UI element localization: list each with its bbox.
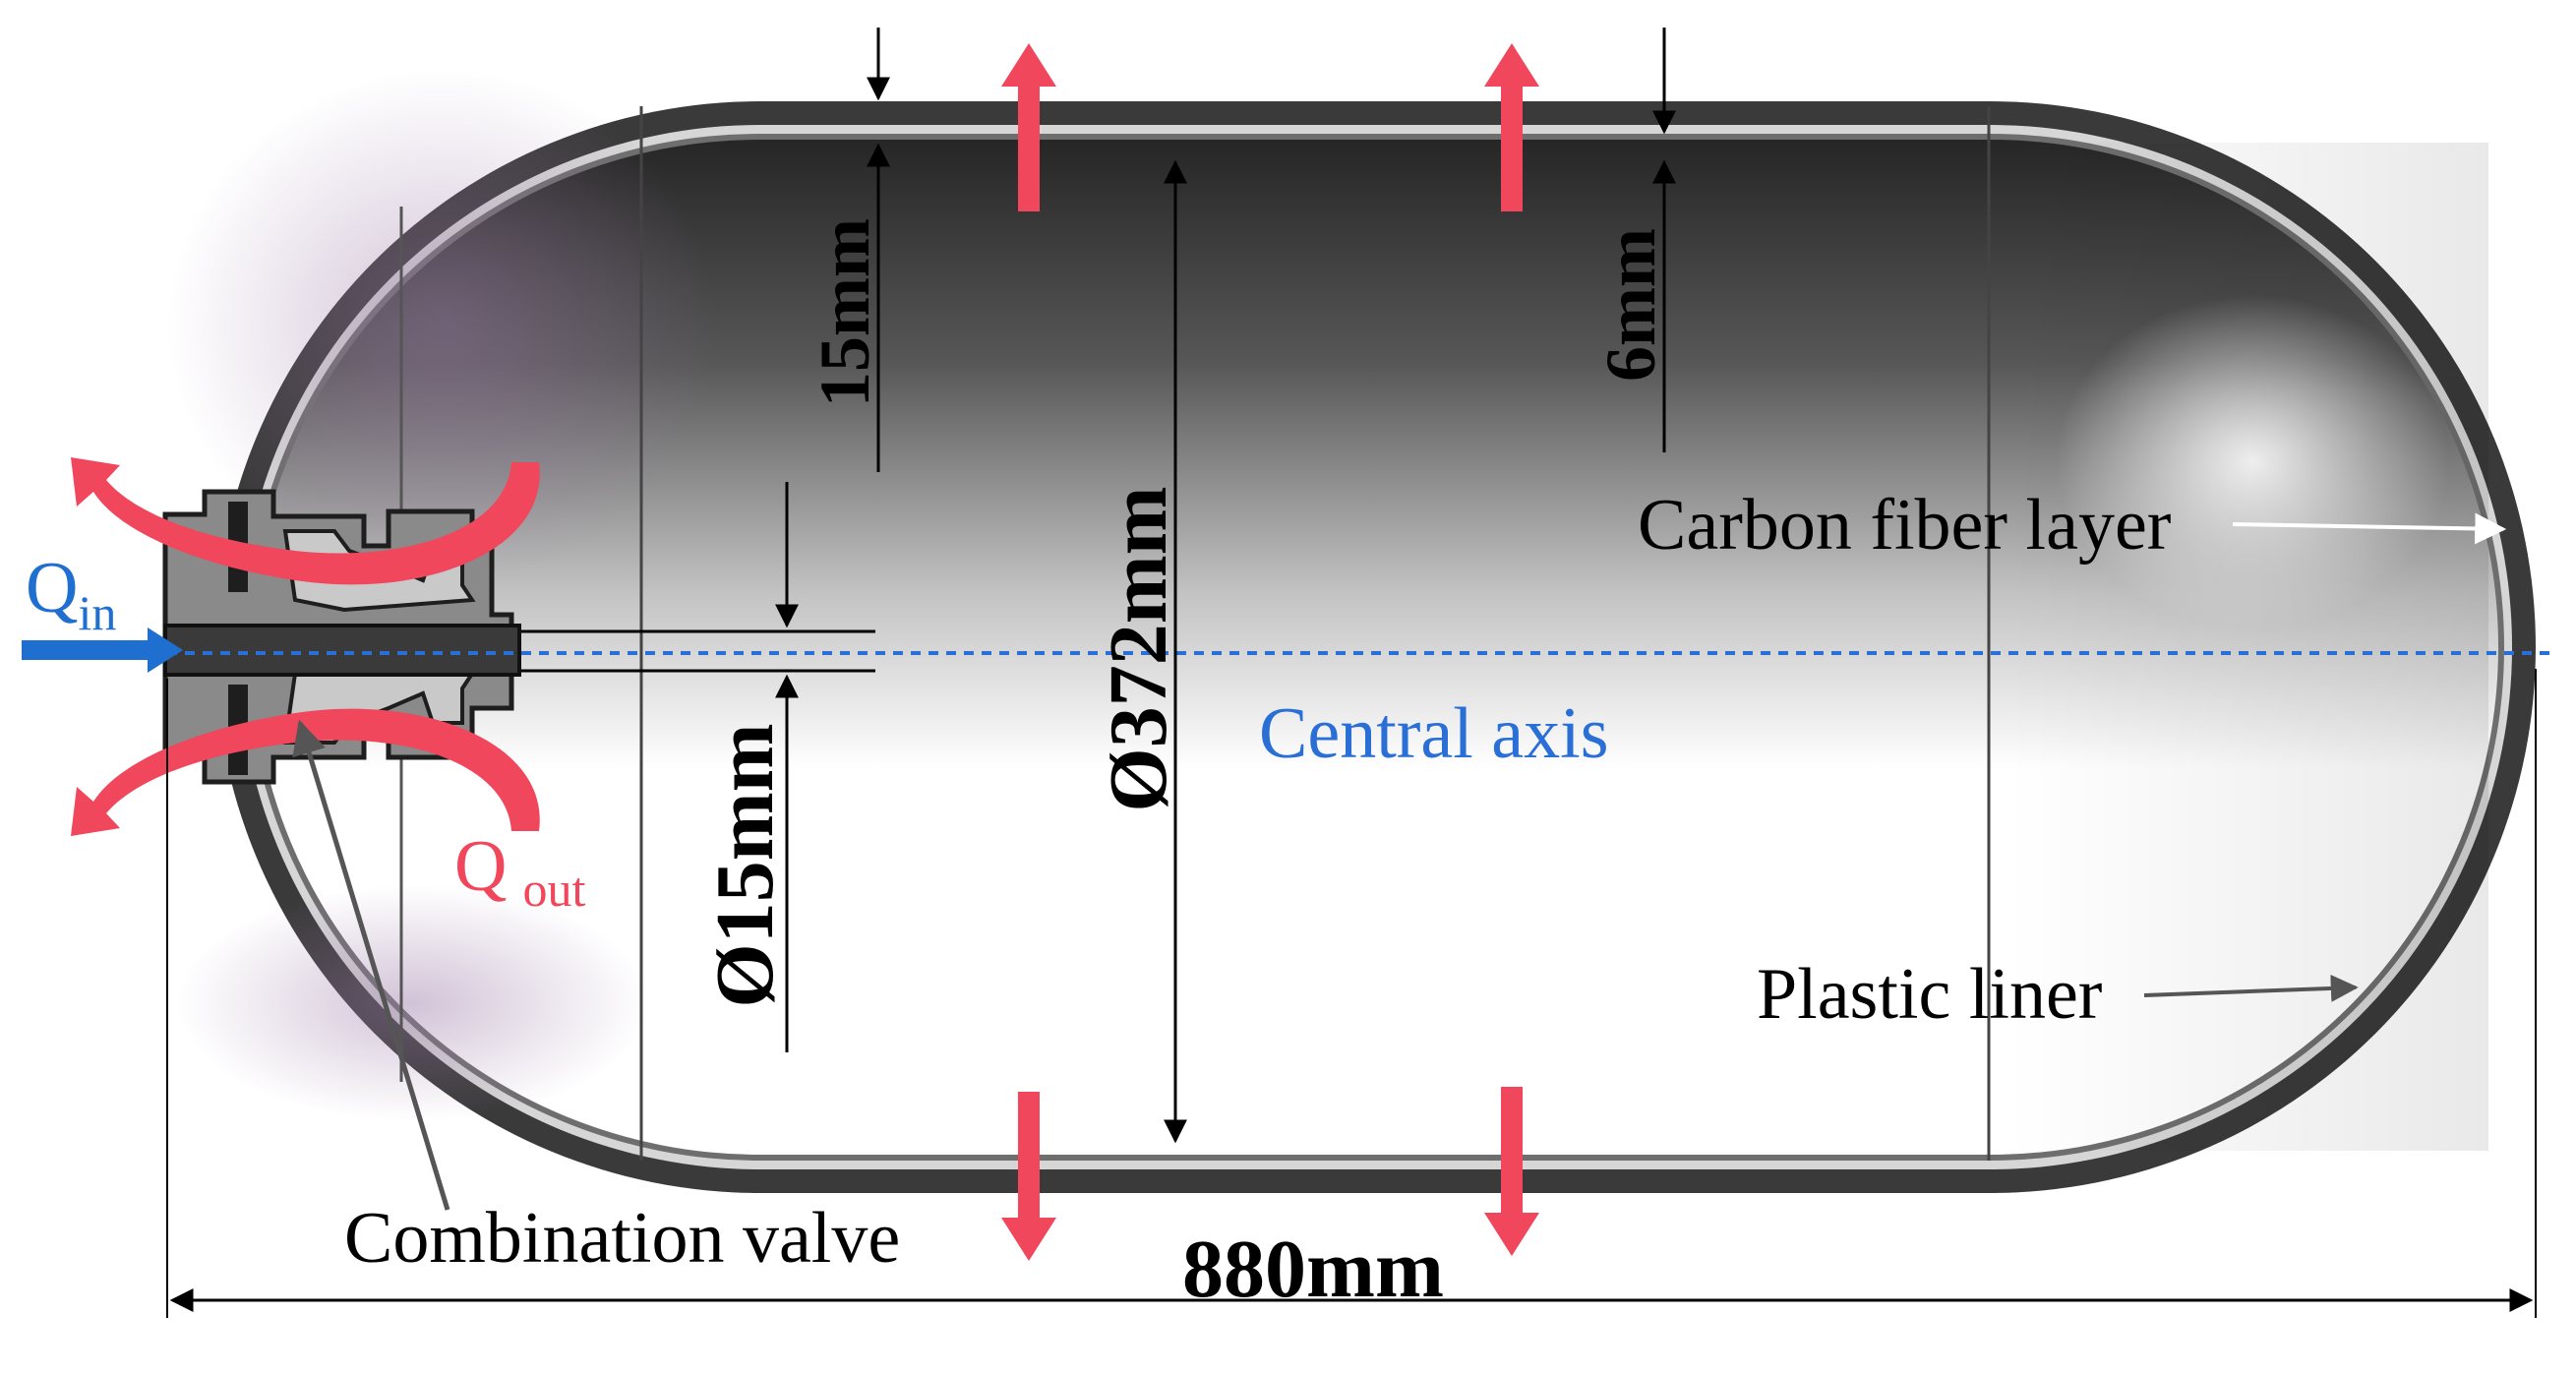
curved-arrow-icon bbox=[71, 457, 540, 585]
q-in-label: Q bbox=[26, 548, 78, 628]
carbon-fiber-layer-label: Carbon fiber layer bbox=[1638, 485, 2171, 566]
tank-body bbox=[167, 69, 2536, 1193]
outer-diameter-label: Ø372mm bbox=[1093, 486, 1184, 811]
combination-valve-label: Combination valve bbox=[344, 1198, 900, 1279]
arrow-right-icon bbox=[148, 627, 183, 673]
inflow-indicator: Qin bbox=[22, 548, 183, 673]
double-arrow-icon bbox=[1001, 43, 1056, 211]
carbon-thickness-label: 15mm bbox=[806, 218, 884, 407]
q-in-subscript: in bbox=[78, 585, 116, 640]
dimension-lines bbox=[166, 28, 2537, 1318]
q-out-label: Q bbox=[454, 826, 507, 907]
tank-interior bbox=[252, 140, 2498, 1155]
double-arrow-icon bbox=[1001, 1092, 1056, 1261]
overall-length-label: 880mm bbox=[1182, 1224, 1444, 1315]
double-arrow-icon bbox=[1484, 1087, 1539, 1256]
valve-bore bbox=[163, 624, 521, 677]
callouts: Carbon fiber layer Plastic liner Combina… bbox=[292, 485, 2507, 1279]
plastic-liner-label: Plastic liner bbox=[1757, 954, 2102, 1035]
curved-arrow-icon bbox=[71, 708, 540, 836]
port-diameter-label: Ø15mm bbox=[699, 723, 791, 1007]
heat-exchange-arrows bbox=[1001, 43, 1539, 1261]
liner-thickness-label: 6mm bbox=[1591, 228, 1670, 382]
q-out-subscript: out bbox=[522, 862, 585, 917]
central-axis-label: Central axis bbox=[1259, 693, 1609, 774]
svg-text:Qin: Qin bbox=[26, 548, 116, 640]
double-arrow-icon bbox=[1484, 43, 1539, 211]
